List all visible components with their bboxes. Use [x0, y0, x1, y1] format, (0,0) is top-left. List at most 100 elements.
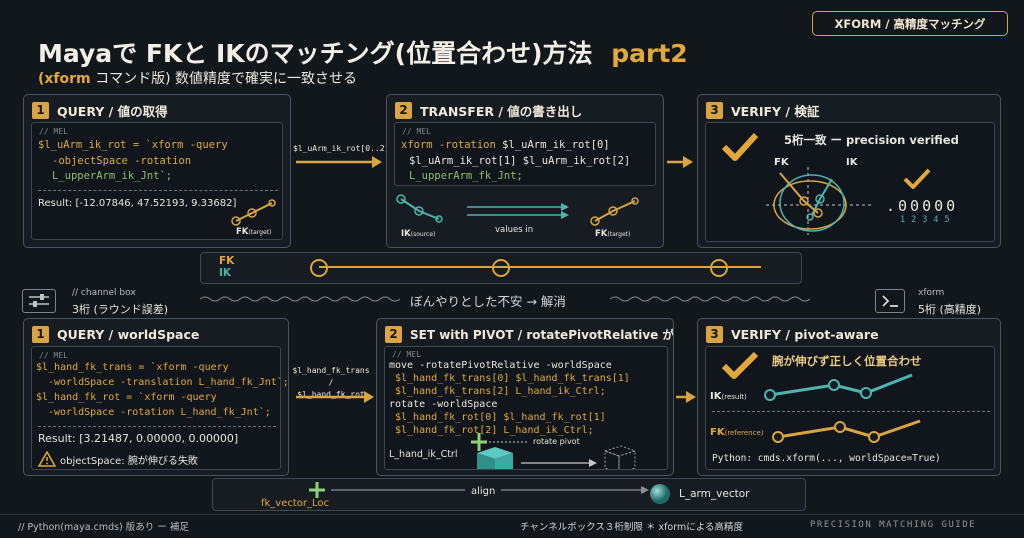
divider-right-small: xform: [918, 288, 945, 298]
verify-heading: 腕が伸びず正しく位置合わせ: [772, 354, 922, 368]
code-line: xform -rotation $l_uArm_ik_rot[0]: [401, 139, 610, 151]
step-number: 2: [395, 101, 412, 119]
top-transfer-title: TRANSFER / 値の書き出し: [420, 103, 583, 119]
channel-box-icon: [22, 289, 56, 313]
fk-label: FK(target): [595, 229, 631, 239]
code-line: move -rotatePivotRelative -worldSpace: [389, 360, 612, 371]
code-line: -worldSpace -translation L_hand_fk_Jnt`;: [48, 377, 289, 388]
bottom-set-header: 2 SET with PIVOT / rotatePivotRelative が肝: [385, 325, 674, 343]
ik-label: IK: [846, 157, 858, 168]
code-line: $l_uArm_ik_rot[1] $l_uArm_ik_rot[2]: [409, 155, 631, 167]
divider-right-big: 5桁 (高精度): [918, 303, 982, 316]
locator-icon: [309, 482, 325, 498]
align-bar: fk_vector_Loc align L_arm_vector: [212, 478, 806, 511]
arrow-label: $l_uArm_ik_rot[0..2]: [293, 144, 390, 153]
code-comment: // MEL: [392, 350, 421, 359]
footer-rule: [0, 514, 1024, 515]
ik-chain-icon: [396, 194, 443, 223]
divider-left-big: 3桁 (ラウンド誤差): [72, 303, 169, 316]
code-line: $l_uArm_ik_rot = `xform -query: [38, 139, 228, 151]
warning-icon: [38, 451, 56, 467]
code-comment: // MEL: [402, 127, 431, 136]
pivot-diagram: [471, 433, 637, 469]
top-transfer-panel: 2 TRANSFER / 値の書き出し // MEL xform -rotatio…: [386, 94, 664, 248]
align-right-label: L_arm_vector: [679, 488, 750, 500]
code-line: $l_hand_fk_trans = `xform -query: [36, 362, 229, 373]
arrow-right-icon: [667, 156, 693, 168]
divider-line: [712, 411, 990, 412]
title-part: part2: [611, 39, 688, 68]
values-arrows: [467, 203, 569, 219]
bottom-verify-box: 腕が伸びず正しく位置合わせ IK(result) FK(reference) P…: [705, 346, 995, 470]
subtitle-tag: (xform: [38, 71, 91, 87]
code-comment: // MEL: [39, 127, 68, 136]
top-query-title: QUERY / 値の取得: [57, 103, 168, 119]
page-title: Mayaで FKと IKのマッチング(位置合わせ)方法 part2: [38, 34, 688, 70]
arrow-right-icon: [296, 391, 374, 403]
footer-center: チャンネルボックス３桁制限 ＊ xformによる高精度: [520, 522, 743, 533]
bottom-set-code: // MEL move -rotatePivotRelative -worldS…: [384, 346, 668, 470]
footer-right: PRECISION MATCHING GUIDE: [810, 520, 977, 530]
sphere-icon: [650, 484, 670, 504]
ctrl-label: L_hand_ik_Ctrl: [389, 449, 458, 460]
code-line: $l_hand_fk_trans[0] $l_hand_fk_trans[1]: [395, 373, 630, 384]
bottom-verify-header: 3 VERIFY / pivot-aware: [706, 325, 879, 343]
bottom-verify-panel: 3 VERIFY / pivot-aware 腕が伸びず正しく位置合わせ IK(r…: [697, 318, 1001, 476]
checkmark-icon: [721, 351, 759, 379]
checkmark-icon: [721, 132, 759, 161]
step-number: 3: [706, 325, 723, 343]
fk-reference-chain: [772, 419, 921, 443]
subtitle: (xform コマンド版) 数値精度で確実に一致させる: [38, 68, 357, 88]
step-number: 3: [706, 101, 723, 119]
rotate-pivot-label: rotate pivot: [533, 437, 580, 446]
bottom-set-title: SET with PIVOT / rotatePivotRelative が肝: [410, 327, 674, 342]
code-line: L_upperArm_fk_Jnt;: [409, 170, 523, 182]
overlap-diagram: [766, 167, 874, 235]
fk-ik-bones: [251, 259, 761, 277]
digit-index: 12345: [900, 215, 956, 225]
code-line: rotate -worldSpace: [389, 399, 498, 410]
ik-result-chain: [764, 373, 913, 401]
top-transfer-header: 2 TRANSFER / 値の書き出し: [395, 101, 582, 119]
arrow-right-icon: [676, 391, 696, 403]
ik-label: IK(result): [710, 391, 747, 402]
divider-left-small: // channel box: [72, 288, 136, 298]
fk-label: FK(target): [236, 227, 272, 237]
fk-label: FK(reference): [710, 427, 764, 438]
result-text: Result: [-12.07846, 47.52193, 9.33682]: [38, 198, 237, 209]
divider-center: ぼんやりとした不安 → 解消: [410, 294, 566, 309]
arrow-right-icon: [296, 156, 382, 168]
code-line: $l_hand_fk_rot = `xform -query: [36, 392, 217, 403]
step-number: 2: [385, 325, 402, 343]
values-in-label: values in: [495, 225, 534, 235]
code-line: $l_hand_fk_rot[2] L_hand_ik_Ctrl;: [395, 425, 594, 436]
code-line: -objectSpace -rotation: [52, 155, 192, 167]
bottom-verify-title: VERIFY / pivot-aware: [731, 326, 879, 342]
precision-digits: .00000: [886, 197, 959, 215]
align-left-label: fk_vector_Loc: [261, 498, 330, 509]
code-line: L_upperArm_ik_Jnt`;: [52, 170, 173, 182]
divider-line: [38, 190, 278, 191]
checkmark-icon: [903, 168, 931, 189]
wave-line: [200, 296, 401, 302]
bottom-query-title: QUERY / worldSpace: [57, 326, 200, 342]
subtitle-rest: コマンド版) 数値精度で確実に一致させる: [95, 71, 358, 87]
result-text: Result: [3.21487, 0.00000, 0.00000]: [38, 432, 239, 445]
bar-ik-label: IK: [219, 267, 232, 279]
divider-line: [38, 426, 276, 427]
step-number: 1: [32, 325, 49, 343]
fk-ik-bar: FK IK: [200, 252, 802, 284]
arrow-label: $l_hand_fk_trans/$l_hand_fk_rot: [292, 366, 370, 399]
warning-text: objectSpace: 腕が伸びる失敗: [60, 456, 198, 467]
footer-left: // Python(maya.cmds) 版あり ー 補足: [18, 522, 189, 533]
bottom-query-header: 1 QUERY / worldSpace: [32, 325, 199, 343]
bar-fk-label: FK: [219, 255, 235, 267]
top-query-code: // MEL $l_uArm_ik_rot = `xform -query -o…: [31, 122, 283, 240]
align-center-label: align: [465, 486, 502, 497]
code-line: $l_hand_fk_trans[2] L_hand_ik_Ctrl;: [395, 386, 606, 397]
